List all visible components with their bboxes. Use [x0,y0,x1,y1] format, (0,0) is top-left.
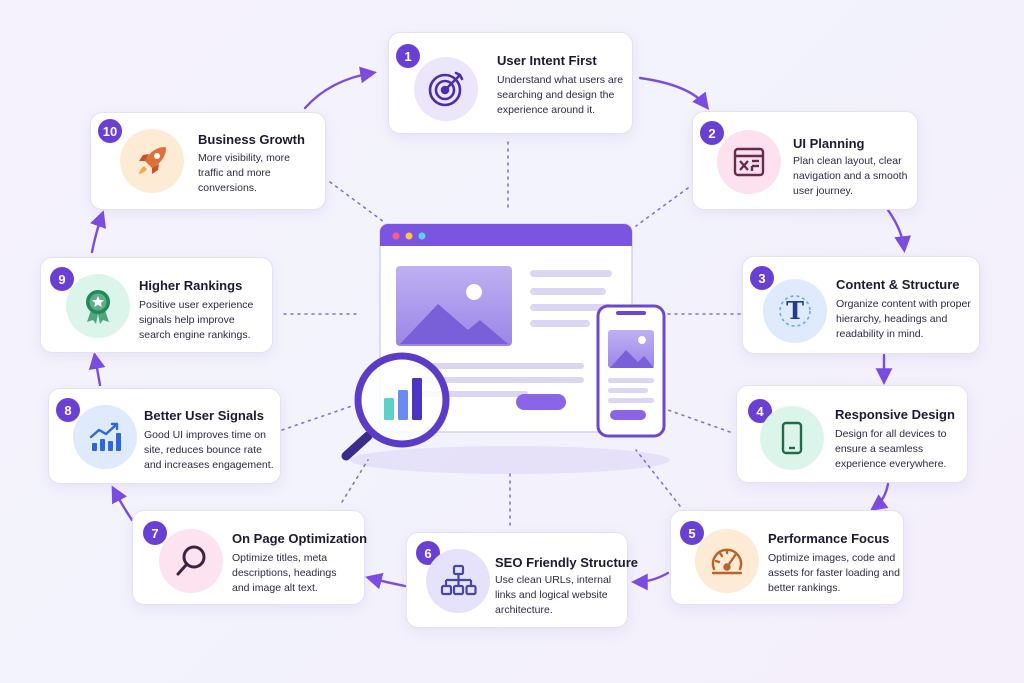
magnifier-icon [159,529,223,593]
arrow-7-to-8 [111,485,134,522]
step-card-7: 7 On Page Optimization Optimize titles, … [132,510,368,605]
step-number-badge: 3 [750,266,774,290]
step-description: Optimize images, code and assets for fas… [768,552,900,594]
typography-icon: T [763,279,827,343]
step-number-badge: 5 [680,521,704,545]
step-description: Optimize titles, meta descriptions, head… [232,552,337,594]
step-number-badge: 1 [396,44,420,68]
center-shadow [350,446,670,474]
connector-7 [341,459,369,503]
step-title: On Page Optimization [232,531,368,546]
step-card-8: 8 Better User Signals Good UI improves t… [48,388,281,484]
connector-10 [329,181,385,223]
step-number-badge: 8 [56,398,80,422]
step-card-1: 1 User Intent First Understand what user… [388,32,633,134]
connector-5 [635,449,681,507]
step-number-badge: 9 [50,267,74,291]
target-icon [414,57,478,121]
rocket-icon [120,129,184,193]
step-description: Positive user experience signals help im… [139,299,254,341]
step-title: Better User Signals [144,408,264,423]
step-title: UI Planning [793,136,865,151]
mobile-phone-icon [596,304,666,438]
step-title: Performance Focus [768,531,890,546]
speedometer-icon [695,529,759,593]
step-card-3: 3 T Content & Structure Organize content… [742,256,980,354]
step-card-4: 4 Responsive Design Design for all devic… [736,385,968,483]
step-card-9: 9 Higher Rankings Positive user experien… [40,257,273,353]
step-card-2: 2 UI Planning Plan clean layout, clear n… [692,111,918,210]
smartphone-icon [760,406,824,470]
arrow-8-to-9 [88,352,106,387]
layout-icon [717,130,781,194]
svg-text:T: T [786,296,804,325]
step-title: Business Growth [198,132,305,147]
arrow-10-to-1 [303,66,377,110]
arrow-4-to-5 [869,482,890,511]
award-badge-icon [66,274,130,338]
step-number-badge: 10 [98,119,122,143]
website-illustration [341,223,666,461]
growth-chart-icon [73,405,137,469]
step-description: More visibility, more traffic and more c… [198,152,290,194]
step-description: Use clean URLs, internal links and logic… [495,574,612,616]
arrow-9-to-10 [90,210,107,254]
step-title: Higher Rankings [139,278,243,293]
sitemap-icon [426,549,490,613]
step-card-10: 10 Business Growth More visibility, more… [90,112,326,210]
step-description: Design for all devices to ensure a seaml… [835,428,947,470]
step-title: User Intent First [497,53,597,68]
step-description: Plan clean layout, clear navigation and … [793,155,908,197]
step-description: Good UI improves time on site, reduces b… [144,429,274,471]
arrow-2-to-3 [886,208,912,254]
step-title: Content & Structure [836,277,960,292]
magnifier-chart-icon [341,352,450,461]
step-number-badge: 2 [700,121,724,145]
arrow-1-to-2 [638,76,710,111]
arrow-5-to-6 [630,571,670,591]
step-title: SEO Friendly Structure [495,555,639,570]
step-card-5: 5 Performance Focus Optimize images, cod… [670,510,904,605]
step-description: Understand what users are searching and … [497,74,624,116]
step-card-6: 6 SEO Friendly Structure Use clean URLs,… [406,532,638,628]
step-title: Responsive Design [835,407,955,422]
step-description: Organize content with proper hierarchy, … [836,298,971,340]
step-number-badge: 7 [143,521,167,545]
connector-8 [281,405,353,431]
arrow-6-to-7 [365,572,407,590]
